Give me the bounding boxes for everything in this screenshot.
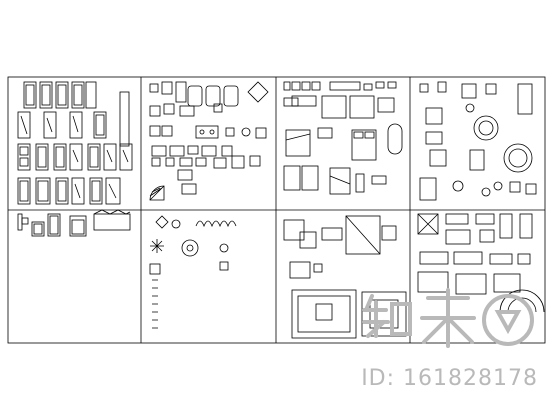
panel-bathroom-fixtures	[149, 81, 269, 201]
panel-doors-elevation	[17, 81, 133, 205]
panel-sofas-carpets	[283, 215, 407, 339]
panel-living-room	[417, 213, 545, 313]
panel-beds	[283, 81, 403, 195]
panel-symbols	[149, 215, 237, 329]
watermark-logo	[362, 288, 534, 348]
watermark-id: ID: 161828178	[361, 366, 538, 391]
panel-small-doors	[17, 209, 131, 237]
panel-dining	[419, 81, 537, 201]
